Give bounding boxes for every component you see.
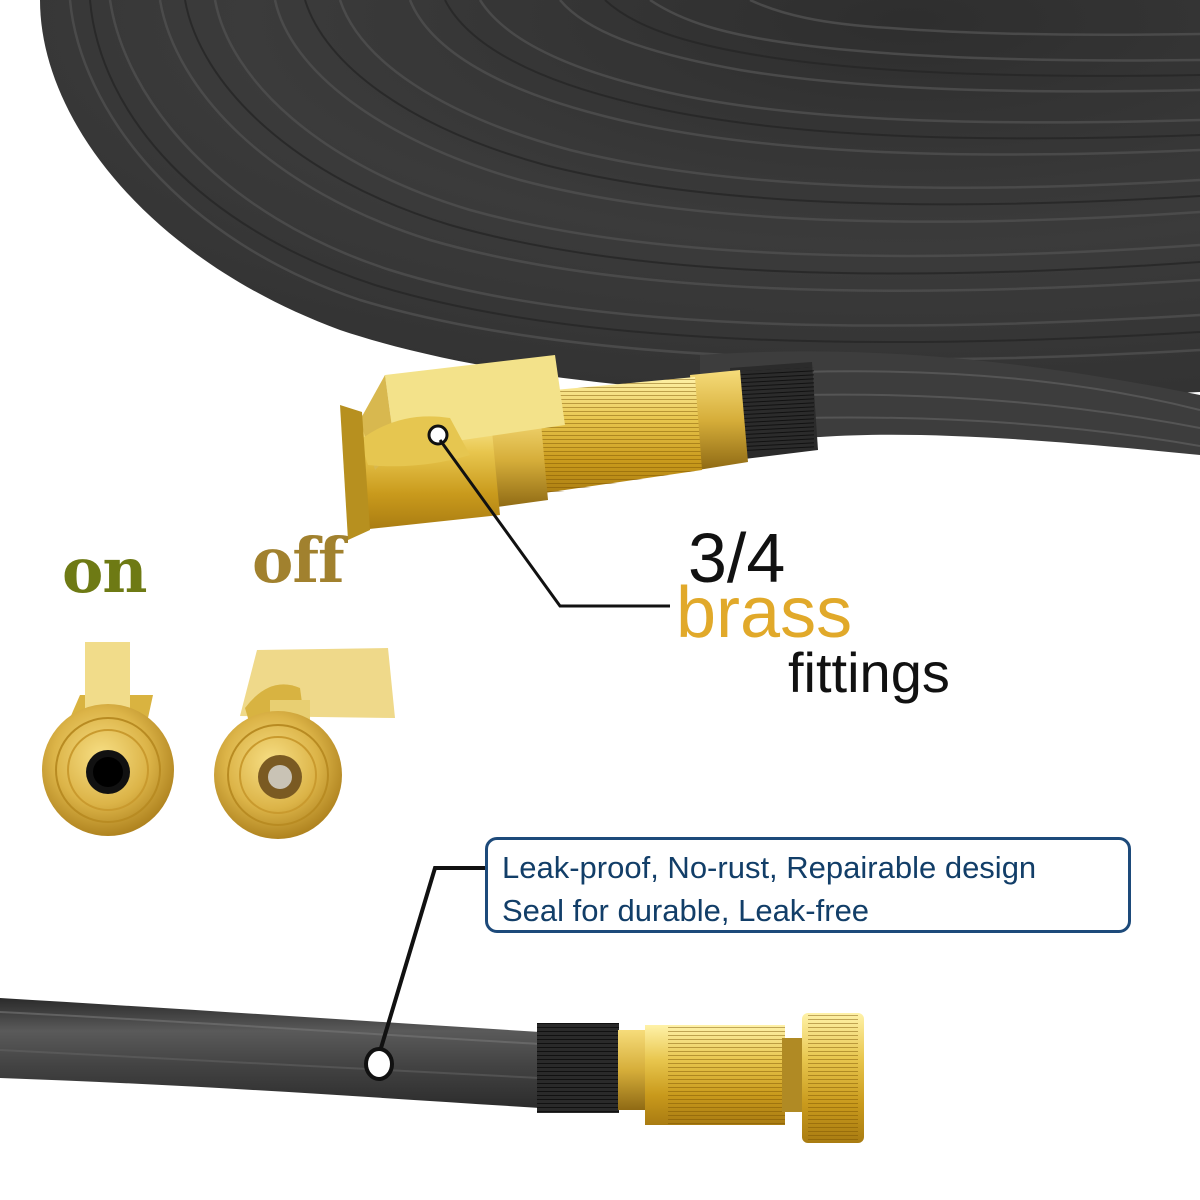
fitting-size-label: 3/4 [688, 519, 786, 597]
coiled-hose [40, 0, 1200, 455]
top-brass-connector [340, 355, 818, 608]
valve-on-image [42, 642, 174, 836]
feature-callout-leader [364, 866, 487, 1081]
fitting-type-label: fittings [788, 641, 950, 704]
valve-off-label: off [252, 524, 345, 597]
fitting-material-label: brass [676, 573, 853, 653]
valve-off-image [214, 648, 395, 839]
straight-hose [0, 998, 541, 1108]
feature-line: Seal for durable, Leak-free [502, 893, 870, 928]
feature-line: Leak-proof, No-rust, Repairable design [502, 850, 1037, 885]
valve-on-label: on [62, 534, 147, 607]
feature-callout-box: Leak-proof, No-rust, Repairable design S… [485, 837, 1131, 933]
bottom-brass-connector [537, 1013, 864, 1143]
